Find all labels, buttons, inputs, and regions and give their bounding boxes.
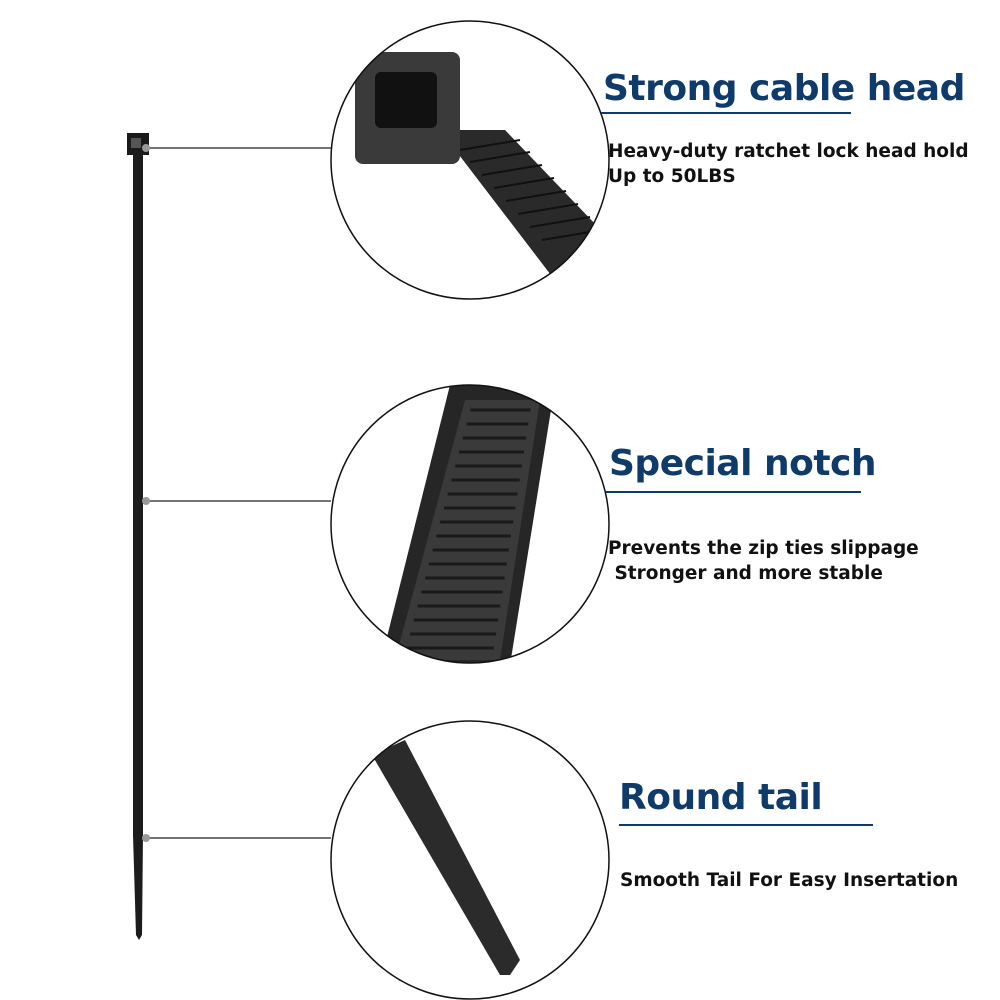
feature-title-special-notch: Special notch — [609, 443, 877, 484]
connector-lines — [146, 147, 331, 839]
title-underline — [619, 824, 873, 826]
feature-desc-line: Smooth Tail For Easy Insertation — [620, 870, 959, 891]
feature-desc-line: Prevents the zip ties slippage — [608, 538, 919, 559]
feature-desc-line: Up to 50LBS — [608, 166, 736, 187]
title-underline — [601, 112, 851, 114]
full-zip-tie — [127, 133, 149, 940]
feature-title-round-tail: Round tail — [619, 777, 823, 818]
cable-head-closeup — [355, 52, 609, 299]
round-tail-closeup — [372, 740, 520, 975]
connector-dots — [142, 144, 150, 842]
feature-desc-line: Heavy-duty ratchet lock head hold — [608, 141, 969, 162]
title-underline — [606, 491, 861, 493]
feature-title-strong-cable-head: Strong cable head — [603, 68, 965, 109]
notch-closeup — [380, 385, 555, 663]
feature-desc-line: Stronger and more stable — [608, 563, 883, 584]
